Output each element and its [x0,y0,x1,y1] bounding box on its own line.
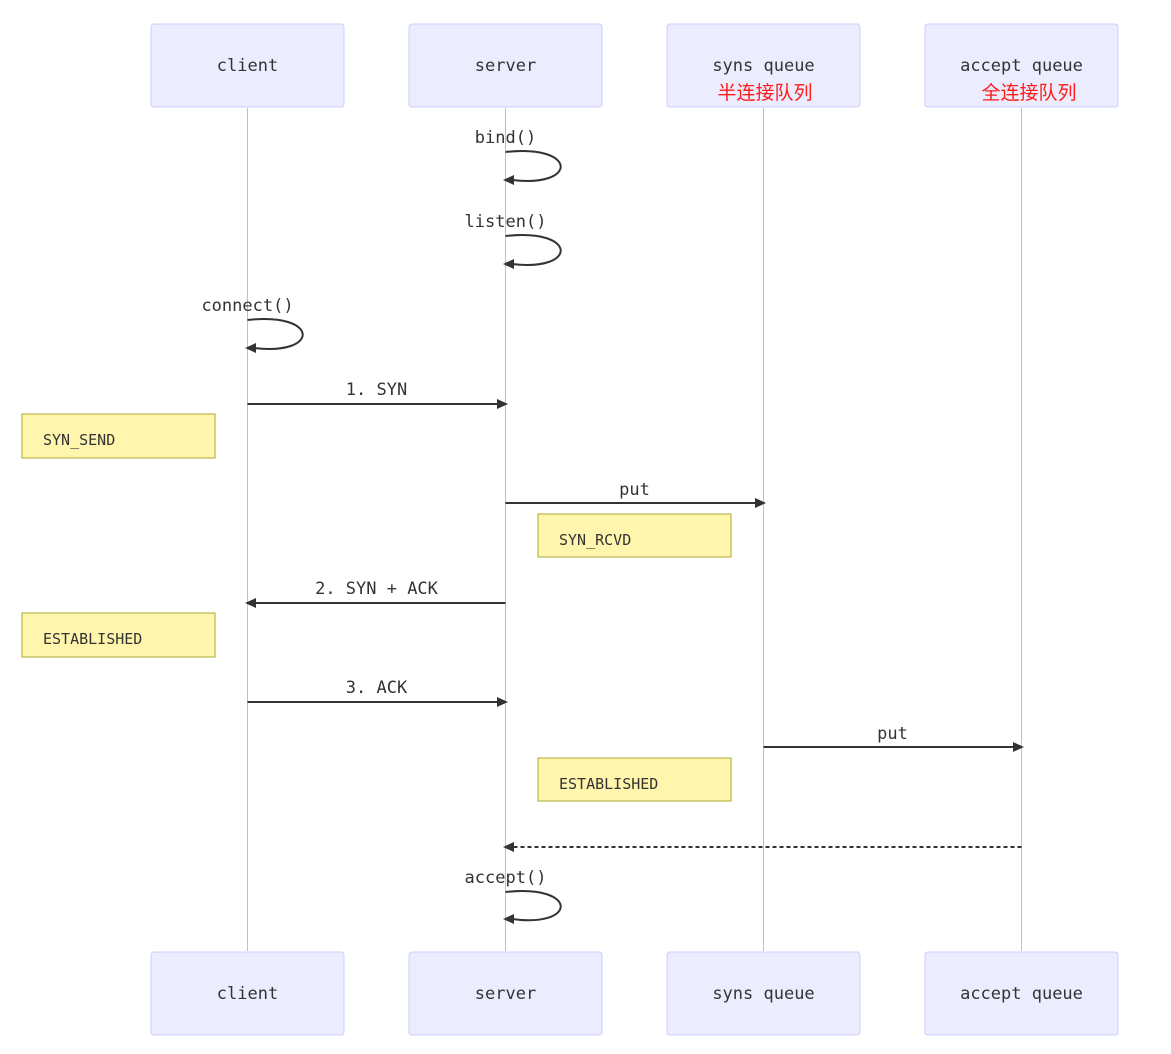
message-label: 1. SYN [346,380,407,400]
actor-syns-queue-bottom: syns queue [666,951,861,1036]
note-established-server: ESTABLISHED [537,757,732,802]
actor-label: server [475,984,536,1004]
arrowhead [503,842,514,852]
syns-queue-annotation: 半连接队列 [717,82,812,104]
message-label: 3. ACK [346,678,408,698]
arrowhead [503,259,514,269]
actor-label: client [217,984,278,1004]
message-put-syns-queue: put [505,480,766,508]
message-ack: 3. ACK [247,678,508,707]
actor-label: client [217,56,278,76]
arrowhead [497,697,508,707]
note-syn-send: SYN_SEND [21,413,216,459]
arrowhead [245,343,256,353]
message-syn-ack: 2. SYN + ACK [245,579,506,608]
message-syn: 1. SYN [247,380,508,409]
arrowhead [245,598,256,608]
actor-client-top: client [150,23,345,108]
actor-server-top: server [408,23,603,108]
note-label: ESTABLISHED [43,630,142,648]
message-label: 2. SYN + ACK [315,579,439,599]
message-put-accept-queue: put [763,724,1024,752]
actor-server-bottom: server [408,951,603,1036]
actor-label: accept queue [960,56,1083,76]
note-established-client: ESTABLISHED [21,612,216,658]
actor-client-bottom: client [150,951,345,1036]
message-label: put [877,724,908,744]
arrowhead [503,914,514,924]
message-label: bind() [475,128,536,148]
message-accept: accept() [465,868,562,924]
arrowhead [755,498,766,508]
note-label: SYN_SEND [43,431,115,449]
note-label: ESTABLISHED [559,775,658,793]
actor-label: accept queue [960,984,1083,1004]
message-bind: bind() [475,128,562,185]
actor-label: server [475,56,536,76]
note-label: SYN_RCVD [559,531,631,549]
message-connect: connect() [201,296,304,353]
message-label: put [619,480,650,500]
message-label: listen() [465,212,547,232]
arrowhead [503,175,514,185]
message-return-dashed [503,842,1022,852]
arrowhead [497,399,508,409]
actor-label: syns queue [712,984,814,1004]
arrowhead [1013,742,1024,752]
actor-accept-queue-bottom: accept queue [924,951,1119,1036]
message-label: accept() [465,868,547,888]
actor-syns-queue-top: syns queue 半连接队列 [666,23,861,108]
actor-accept-queue-top: accept queue 全连接队列 [924,23,1119,108]
accept-queue-annotation: 全连接队列 [981,82,1076,104]
actor-label: syns queue [712,56,814,76]
message-label: connect() [201,296,293,316]
message-listen: listen() [465,212,562,269]
note-syn-rcvd: SYN_RCVD [537,513,732,558]
